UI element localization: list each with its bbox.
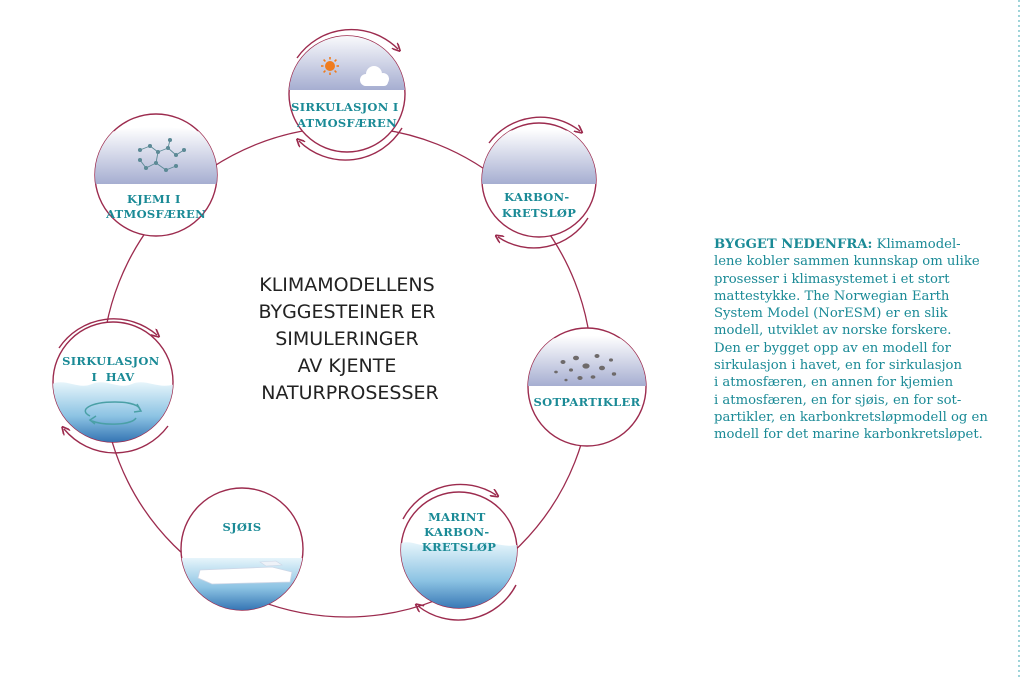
svg-text:SJØIS: SJØIS: [223, 520, 262, 534]
node-label-line: ATMOSFÆREN: [296, 116, 397, 130]
node-sotpartikler: SOTPARTIKLER: [527, 327, 647, 447]
cycle-arrow: [58, 318, 157, 349]
cycle-arrow: [299, 127, 403, 161]
center-title-line: SIMULERINGER: [275, 328, 419, 350]
node-label-line: SOTPARTIKLER: [534, 395, 641, 409]
side-description-line: Den er bygget opp av en modell for: [714, 340, 951, 356]
margin-dotted-line: [1018, 0, 1020, 679]
sea-ice-icon: [197, 560, 293, 585]
node-label-line: I HAV: [91, 370, 135, 384]
center-title-line: AV KJENTE: [298, 355, 397, 377]
side-description: BYGGET NEDENFRA: Klimamodel-lene kobler …: [714, 236, 1010, 444]
side-description-line: mattestykke. The Norwegian Earth: [714, 288, 950, 304]
node-marint-karbonkretslop: MARINT KARBON- KRETSLØP: [400, 491, 518, 609]
node-label-line: SIRKULASJON I: [291, 100, 398, 114]
node-label-line: MARINT: [428, 510, 486, 524]
node-label-line: KRETSLØP: [422, 540, 496, 554]
cycle-arrow: [488, 116, 580, 144]
svg-text:KARBON- KRETSLØP: KARBON- KRETSLØP: [502, 190, 576, 220]
svg-text:MARINT KARBON- KRE: MARINT KARBON- KRETSLØP: [422, 510, 496, 554]
circulation-arrows-icon: [84, 401, 143, 425]
side-description-line: prosesser i klimasystemet i et stort: [714, 271, 950, 287]
node-label-line: ATMOSFÆREN: [105, 207, 206, 221]
climate-model-diagram: SIRKULASJON I ATMOSFÆREN KARBON- KRETSLØ…: [52, 28, 647, 621]
node-label-line: KJEMI I: [127, 192, 181, 206]
cycle-arrows: [58, 28, 589, 621]
svg-text:SIRKULASJON I HAV: SIRKULASJON I HAV: [62, 354, 164, 384]
node-label-line: SIRKULASJON: [62, 354, 160, 368]
center-title-line: KLIMAMODELLENS: [259, 274, 434, 296]
cycle-arrow: [64, 426, 169, 454]
sun-icon: [321, 57, 339, 75]
node-label-line: SJØIS: [223, 520, 262, 534]
center-title-line: BYGGESTEINER ER: [258, 301, 435, 323]
side-description-line: System Model (NorESM) er en slik: [714, 306, 948, 322]
side-description-line: sirkulasjon i havet, en for sirkulasjon: [714, 358, 962, 374]
svg-text:KJEMI I ATMOSFÆREN: KJEMI I ATMOSFÆREN: [105, 192, 206, 221]
node-sirkulasjon-atmosfaeren: SIRKULASJON I ATMOSFÆREN: [288, 35, 406, 153]
node-label-line: KARBON-: [504, 190, 569, 204]
cloud-icon: [360, 66, 389, 86]
center-title: KLIMAMODELLENS BYGGESTEINER ER SIMULERIN…: [258, 274, 441, 404]
node-kjemi-atmosfaeren: KJEMI I ATMOSFÆREN: [94, 113, 218, 237]
node-karbonkretslop: KARBON- KRETSLØP: [481, 122, 597, 238]
soot-particles-icon: [554, 354, 617, 382]
side-description-line: lene kobler sammen kunnskap om ulike: [714, 254, 980, 270]
cycle-arrow: [498, 217, 589, 249]
node-sirkulasjon-hav: SIRKULASJON I HAV: [52, 321, 174, 443]
cycle-arrow: [418, 584, 517, 621]
side-description-line: modell for det marine karbonkretsløpet.: [714, 427, 983, 443]
side-description-line: Klimamodel-: [876, 237, 961, 252]
center-title-line: NATURPROSESSER: [261, 382, 438, 404]
svg-text:SIRKULASJON I ATMOSFÆREN: SIRKULASJON I ATMOSFÆREN: [291, 100, 403, 130]
svg-text:SOTPARTIKLER: SOTPARTIKLER: [534, 395, 641, 409]
side-description-line: i atmosfæren, en annen for kjemien: [714, 375, 954, 391]
cycle-arrow: [296, 28, 398, 59]
node-sjois: SJØIS: [180, 487, 304, 611]
molecule-icon: [137, 137, 187, 173]
side-description-line: modell, utviklet av norske forskere.: [714, 323, 952, 339]
cycle-arrow: [402, 483, 496, 520]
side-description-line: i atmosfæren, en for sjøis, en for sot-: [714, 392, 962, 408]
node-label-line: KRETSLØP: [502, 206, 576, 220]
side-description-lead: BYGGET NEDENFRA:: [714, 237, 873, 252]
node-label-line: KARBON-: [424, 525, 489, 539]
side-description-line: partikler, en karbonkretsløpmodell og en: [714, 409, 988, 425]
